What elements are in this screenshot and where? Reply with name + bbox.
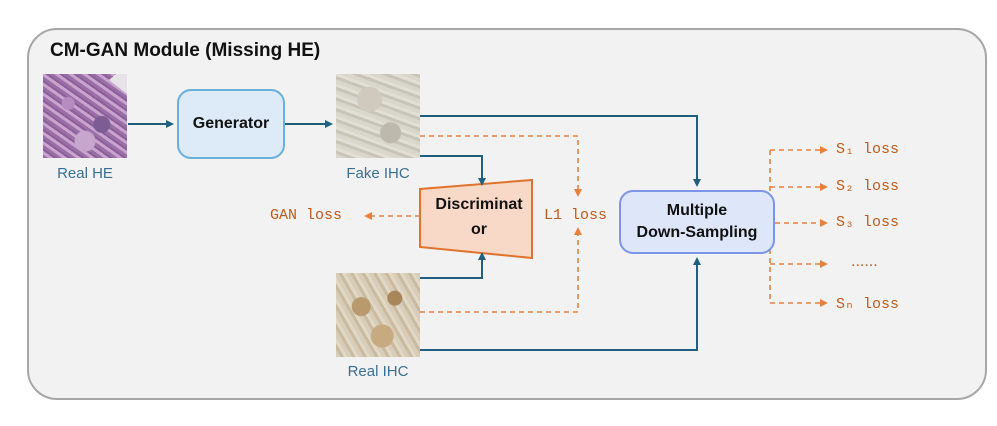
s1-loss-label: S₁ loss xyxy=(836,141,900,158)
arrow-fakeihc-to-downsampling xyxy=(420,115,701,187)
arrow-fakeihc-to-discriminator xyxy=(420,155,486,186)
s3-loss-label: S₃ loss xyxy=(836,214,900,231)
arrow-realihc-to-l1loss xyxy=(420,227,582,313)
downsampling-label-line1: Multiple xyxy=(666,202,728,220)
sn-loss-label: Sₙ loss xyxy=(836,296,900,313)
arrow-fakeihc-to-l1loss xyxy=(420,135,582,197)
arrow-realihc-to-downsampling xyxy=(420,257,701,351)
gan-loss-label: GAN loss xyxy=(270,207,343,224)
generator-block: Generator xyxy=(177,89,285,159)
ellipsis-label: ...... xyxy=(851,253,878,270)
arrow-realihc-to-discriminator xyxy=(420,252,486,279)
fake-ihc-image xyxy=(336,74,420,158)
module-title: CM-GAN Module (Missing HE) xyxy=(50,40,321,61)
discriminator-shape xyxy=(419,178,533,260)
discriminator-label-line1: Discriminat xyxy=(435,196,523,213)
real-he-caption: Real HE xyxy=(57,165,113,182)
fake-ihc-caption: Fake IHC xyxy=(346,165,410,182)
s2-loss-label: S₂ loss xyxy=(836,178,900,195)
downsampling-label-line2: Down-Sampling xyxy=(636,224,758,241)
real-ihc-image xyxy=(336,273,420,357)
discriminator-label-line2: or xyxy=(471,220,487,238)
discriminator-label: Discriminat or xyxy=(424,193,534,243)
real-he-image xyxy=(43,74,127,158)
multiple-downsampling-block: Multiple Down-Sampling xyxy=(619,190,775,254)
real-ihc-caption: Real IHC xyxy=(347,363,409,380)
l1-loss-label: L1 loss xyxy=(544,207,608,224)
